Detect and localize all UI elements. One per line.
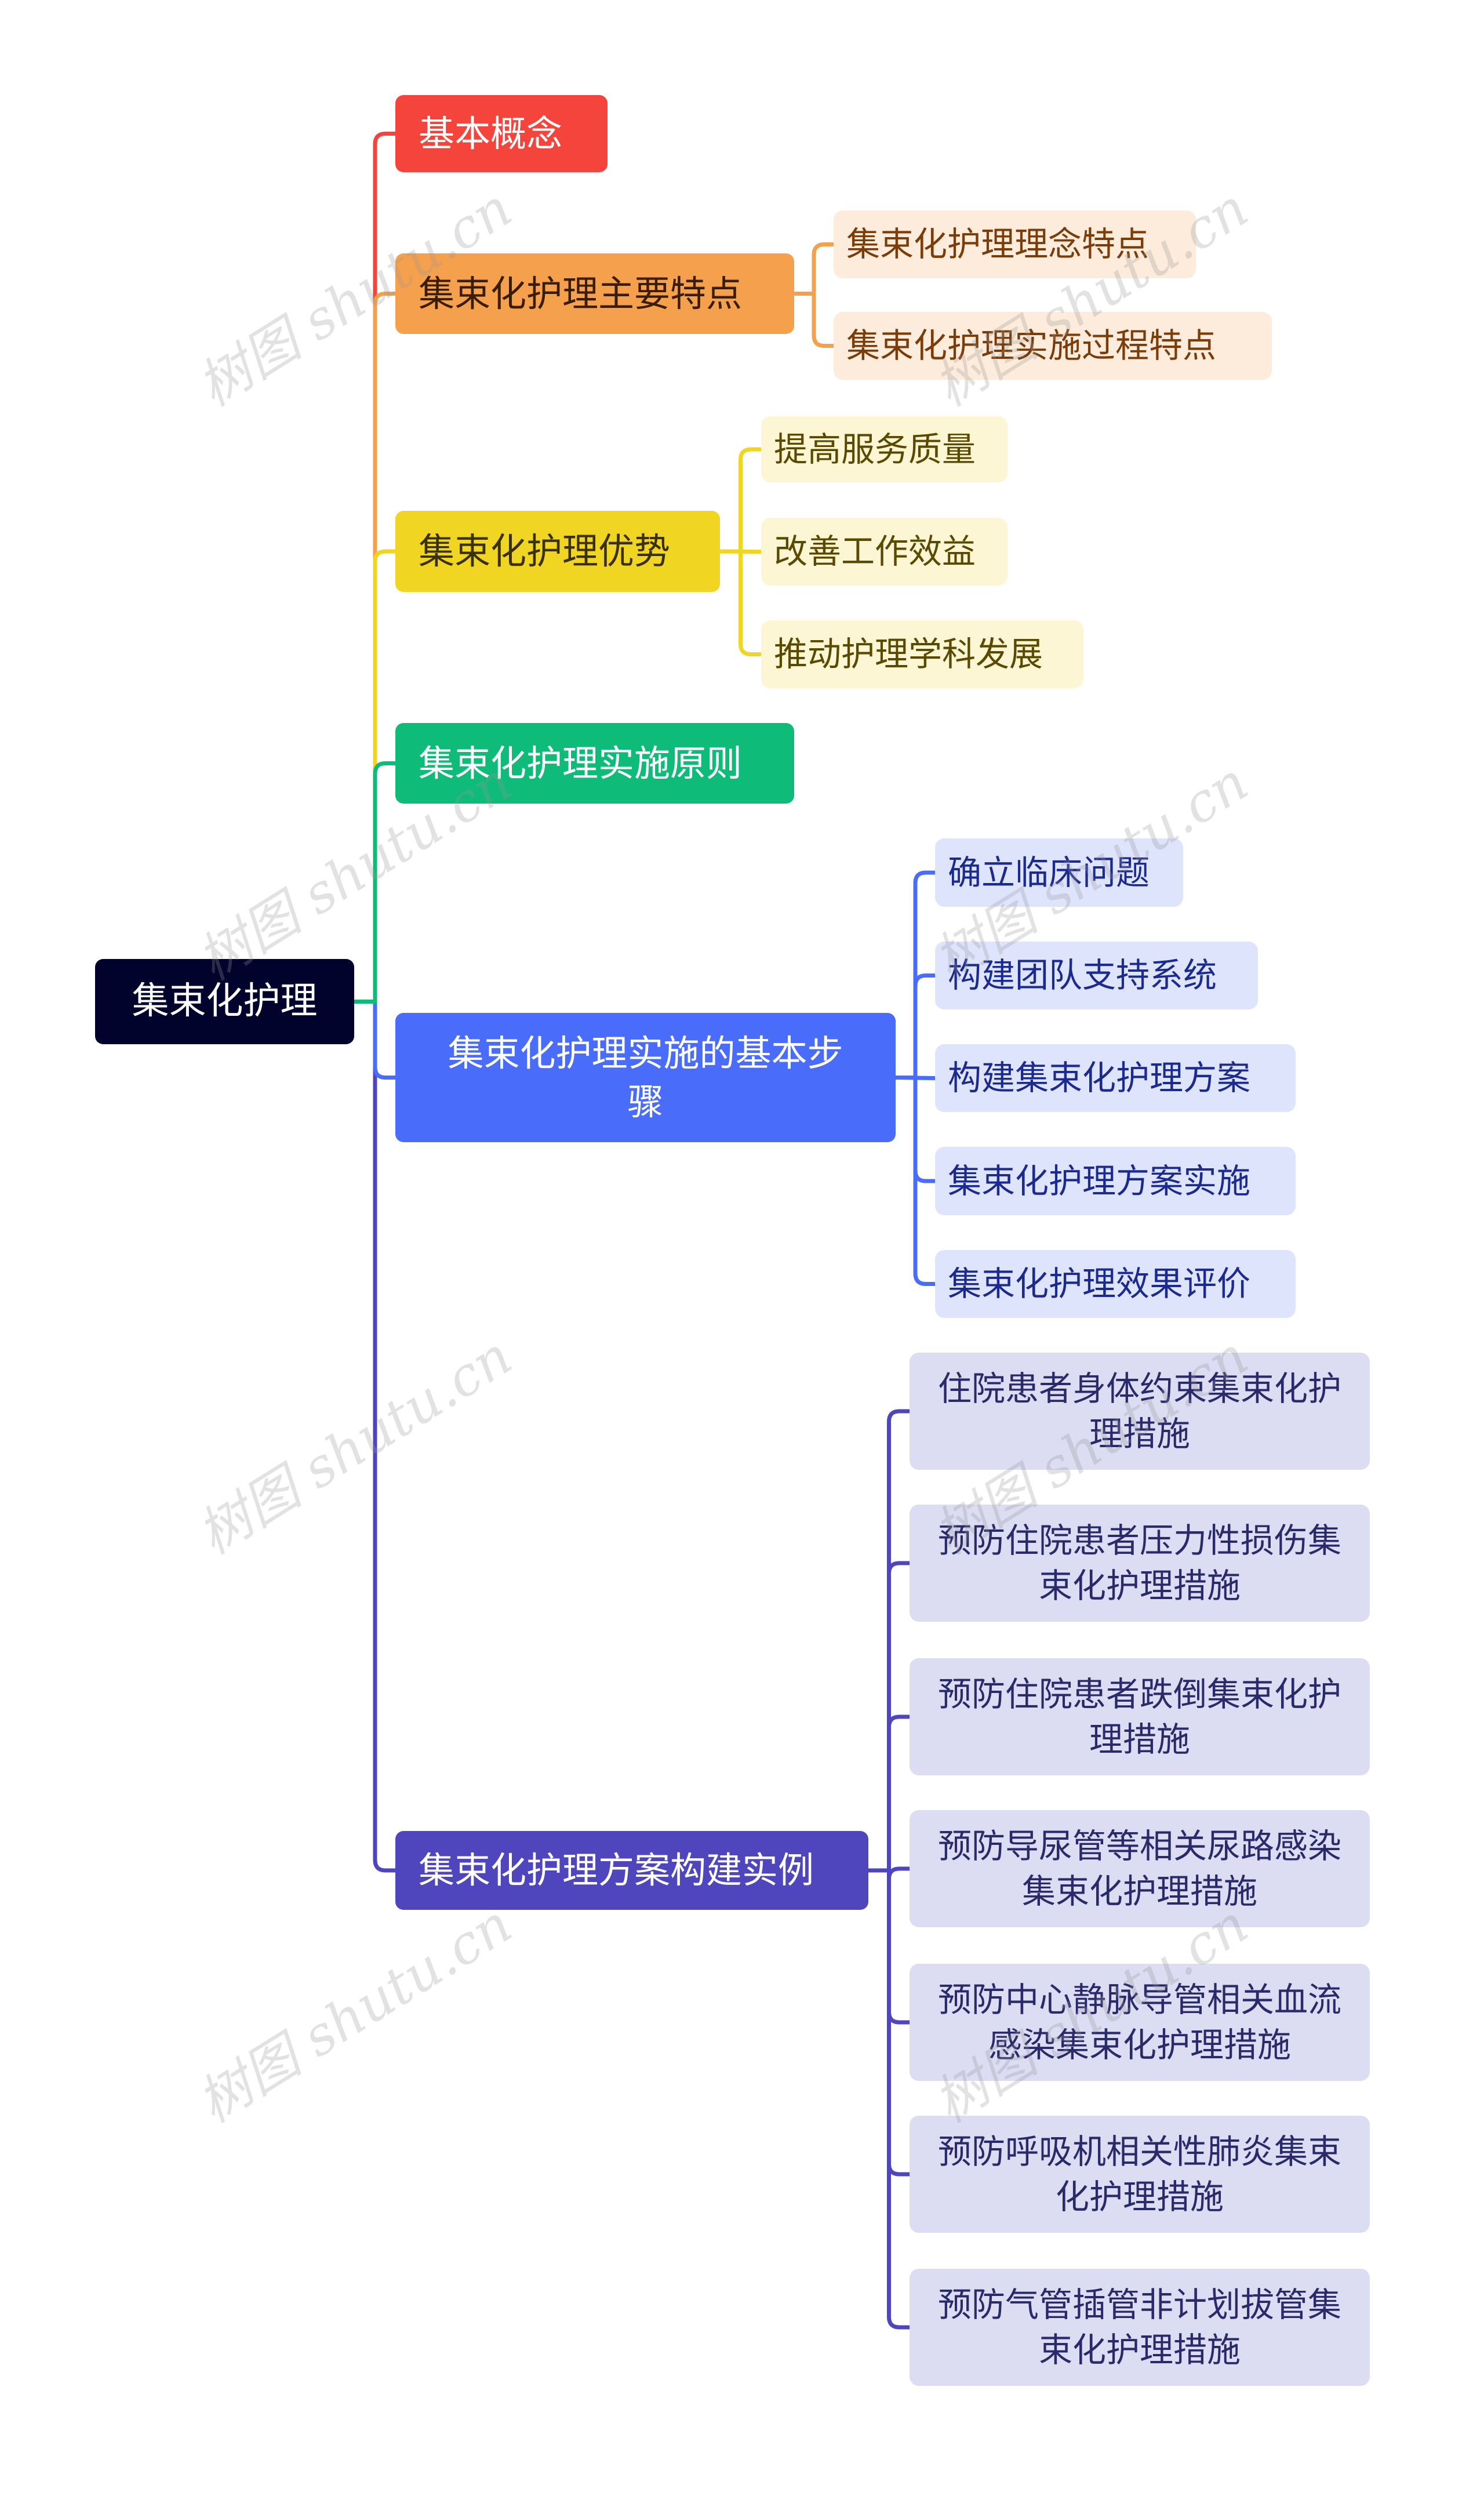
case-extubation[interactable]: 预防气管插管非计划拔管集束化护理措施 (910, 2269, 1370, 2386)
branch-case-examples[interactable]: 集束化护理方案构建实例 (395, 1831, 868, 1910)
child-connector (868, 1714, 910, 1873)
branch-basic-concept[interactable]: 基本概念 (395, 95, 608, 172)
child-connector (794, 292, 834, 348)
branch-advantages[interactable]: 集束化护理优势 (395, 511, 720, 592)
branch-connector (354, 132, 395, 1004)
child-connector (896, 1076, 935, 1286)
case-catheter-uti[interactable]: 预防导尿管等相关尿路感染集束化护理措施 (910, 1810, 1370, 1927)
child-connector (868, 1409, 910, 1873)
step-identify-problem[interactable]: 确立临床问题 (935, 838, 1183, 907)
case-fall[interactable]: 预防住院患者跌倒集束化护理措施 (910, 1658, 1370, 1775)
step-build-team[interactable]: 构建团队支持系统 (935, 942, 1258, 1009)
root-node[interactable]: 集束化护理 (95, 959, 354, 1044)
branch-connector (354, 761, 395, 1004)
feature-process[interactable]: 集束化护理实施过程特点 (834, 312, 1272, 380)
feature-concept[interactable]: 集束化护理理念特点 (834, 210, 1196, 278)
child-connector (896, 870, 935, 1080)
step-build-plan[interactable]: 构建集束化护理方案 (935, 1044, 1296, 1112)
child-connector (896, 973, 935, 1080)
branch-main-features[interactable]: 集束化护理主要特点 (395, 253, 794, 334)
advantage-efficiency[interactable]: 改善工作效益 (761, 518, 1007, 586)
branch-connector (354, 1000, 395, 1080)
branch-connector (354, 292, 395, 1004)
case-central-line[interactable]: 预防中心静脉导管相关血流感染集束化护理措施 (910, 1964, 1370, 2081)
branch-connector (354, 1000, 395, 1873)
case-ventilator-pneumonia[interactable]: 预防呼吸机相关性肺炎集束化护理措施 (910, 2116, 1370, 2233)
branch-connector (354, 549, 395, 1004)
child-connector (868, 1868, 910, 2330)
step-implement[interactable]: 集束化护理方案实施 (935, 1147, 1296, 1215)
advantage-quality[interactable]: 提高服务质量 (761, 416, 1007, 482)
child-connector (720, 549, 761, 656)
branch-basic-steps[interactable]: 集束化护理实施的基本步骤 (395, 1013, 896, 1142)
child-connector (720, 447, 761, 554)
child-connector (868, 1561, 910, 1873)
step-evaluate[interactable]: 集束化护理效果评价 (935, 1250, 1296, 1318)
case-pressure-injury[interactable]: 预防住院患者压力性损伤集束化护理措施 (910, 1505, 1370, 1622)
advantage-discipline[interactable]: 推动护理学科发展 (761, 620, 1083, 688)
child-connector (794, 242, 834, 296)
branch-principles[interactable]: 集束化护理实施原则 (395, 723, 794, 804)
case-restraint[interactable]: 住院患者身体约束集束化护理措施 (910, 1353, 1370, 1470)
